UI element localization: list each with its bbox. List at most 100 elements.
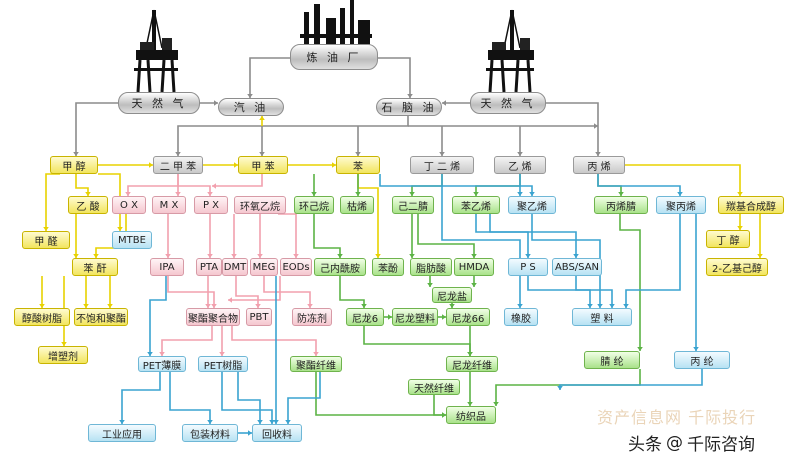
nylon-fiber-node: 尼龙纤维 [446, 356, 498, 372]
arrowhead-blue-83 [285, 420, 291, 424]
arrowhead-yellow-22 [83, 304, 89, 308]
connector-blue-67 [519, 174, 533, 196]
arrowhead-green-60 [467, 352, 473, 356]
polyethylene-node: 聚乙烯 [508, 196, 556, 214]
xylene-node: 二 甲 苯 [153, 156, 203, 174]
rubber-node: 橡胶 [504, 308, 538, 326]
butanol-node: 丁 醇 [706, 230, 750, 248]
acetic-acid-node: 乙 酸 [68, 196, 108, 214]
connector-pink-41 [263, 276, 311, 308]
arrowhead-yellow-27 [757, 254, 763, 258]
meg-node: MEG [250, 258, 278, 276]
pta-node: PTA [196, 258, 222, 276]
arrowhead-blue-68 [677, 192, 683, 196]
arrowhead-green-55 [361, 304, 367, 308]
nylon-salt-node: 尼龙盐 [432, 287, 472, 303]
arrowhead-blue-86 [147, 352, 153, 356]
connector-blue-74 [575, 276, 613, 308]
connector-yellow-17 [45, 173, 60, 231]
connector-green-62 [433, 395, 446, 416]
arrowhead-green-52 [471, 254, 477, 258]
arrowhead-pink-39 [205, 304, 211, 308]
watermark: 资产信息网 千际投行 [597, 408, 757, 427]
arrowhead-blue-69 [525, 254, 531, 258]
arrowhead-yellow-14 [234, 162, 238, 168]
phenol-node: 苯酚 [372, 258, 404, 276]
natural-gas-left-node: 天 然 气 [118, 92, 200, 114]
connector-blue-79 [121, 372, 161, 424]
ethylene-node: 乙 烯 [494, 156, 546, 174]
arrowhead-blue-81 [269, 420, 275, 424]
polypropylene-fiber-node: 丙 纶 [674, 351, 730, 369]
arrowhead-yellow-23 [107, 304, 113, 308]
fatty-acid-node: 脂肪酸 [410, 258, 452, 276]
arrowhead-pink-41 [307, 304, 313, 308]
arrowhead-gray-8 [259, 152, 265, 156]
nylon6-node: 尼龙6 [346, 308, 384, 326]
mx-node: M X [152, 196, 186, 214]
arrowhead-gray-4 [595, 152, 601, 156]
arrowhead-green-65 [493, 402, 499, 406]
arrowhead-pink-44 [313, 352, 319, 356]
arrowhead-blue-84 [248, 430, 252, 436]
arrowhead-pink-31 [207, 192, 213, 196]
refinery-node: 炼 油 厂 [290, 44, 378, 70]
arrowhead-green-53 [427, 283, 433, 287]
ps-node: P S [508, 258, 548, 276]
arrowhead-blue-75 [623, 304, 629, 308]
butadiene-node: 丁 二 烯 [410, 156, 474, 174]
connector-green-66 [597, 174, 622, 196]
natural-fiber-node: 天然纤维 [408, 379, 460, 395]
arrowhead-green-57 [388, 314, 392, 320]
connector-pink-37 [278, 213, 297, 258]
arrowhead-green-61 [467, 402, 473, 406]
antifreeze-node: 防冻剂 [292, 308, 332, 326]
unsaturated-polyester-node: 不饱和聚酯 [74, 308, 128, 326]
acrylonitrile-node: 丙烯腈 [594, 196, 648, 214]
arrowhead-gray-2 [73, 152, 79, 156]
arrowhead-gray-5 [442, 100, 446, 106]
mtbe-node: MTBE [112, 231, 152, 249]
arrowhead-pink-37 [293, 254, 299, 258]
arrowhead-pink-40 [255, 304, 261, 308]
arrowhead-blue-67 [529, 192, 535, 196]
alkyd-resin-node: 醇酸树脂 [14, 308, 70, 326]
arrowhead-pink-42 [159, 352, 165, 356]
connector-green-63 [315, 372, 446, 416]
brand-at: @ [666, 432, 683, 453]
ethylene-oxide-node: 环氧乙烷 [234, 196, 286, 214]
connector-pink-38 [167, 276, 215, 308]
refinery-towers-icon [300, 0, 372, 46]
caprolactam-node: 己内酰胺 [314, 258, 366, 276]
ipa-node: IPA [150, 258, 184, 276]
connector-pink-42 [161, 326, 213, 356]
arrowhead-gray-1 [407, 94, 413, 98]
formaldehyde-node: 甲 醛 [22, 231, 70, 249]
connector-green-50 [313, 214, 341, 258]
connector-blue-81 [221, 372, 273, 424]
hmda-node: HMDA [454, 258, 494, 276]
natural-gas-right-node: 天 然 气 [470, 92, 546, 114]
arrowhead-pink-29 [125, 192, 131, 196]
dmt-node: DMT [222, 258, 248, 276]
styrene-node: 苯乙烯 [452, 196, 500, 214]
arrowhead-pink-30 [175, 192, 181, 196]
arrowhead-gray-3 [214, 100, 218, 106]
arrowhead-green-46 [311, 192, 317, 196]
brand-prefix: 头条 [628, 435, 662, 455]
arrowhead-gray-9 [355, 152, 361, 156]
connector-blue-75 [625, 214, 681, 308]
connector-green-48 [411, 174, 443, 196]
packaging-node: 包装材料 [182, 424, 238, 442]
arrowhead-pink-36 [257, 254, 263, 258]
arrowhead-yellow-17 [43, 227, 49, 231]
phthalic-anhydride-node: 苯 酐 [72, 258, 118, 276]
connector-blue-73 [527, 276, 591, 308]
arrowhead-blue-72 [597, 304, 603, 308]
arrowhead-green-63 [442, 412, 446, 418]
cumene-node: 枯烯 [340, 196, 374, 214]
connector-green-52 [417, 214, 475, 258]
arrowhead-pink-32 [212, 183, 216, 189]
arrowhead-pink-38 [211, 304, 217, 308]
textiles-node: 纺织品 [446, 406, 496, 424]
